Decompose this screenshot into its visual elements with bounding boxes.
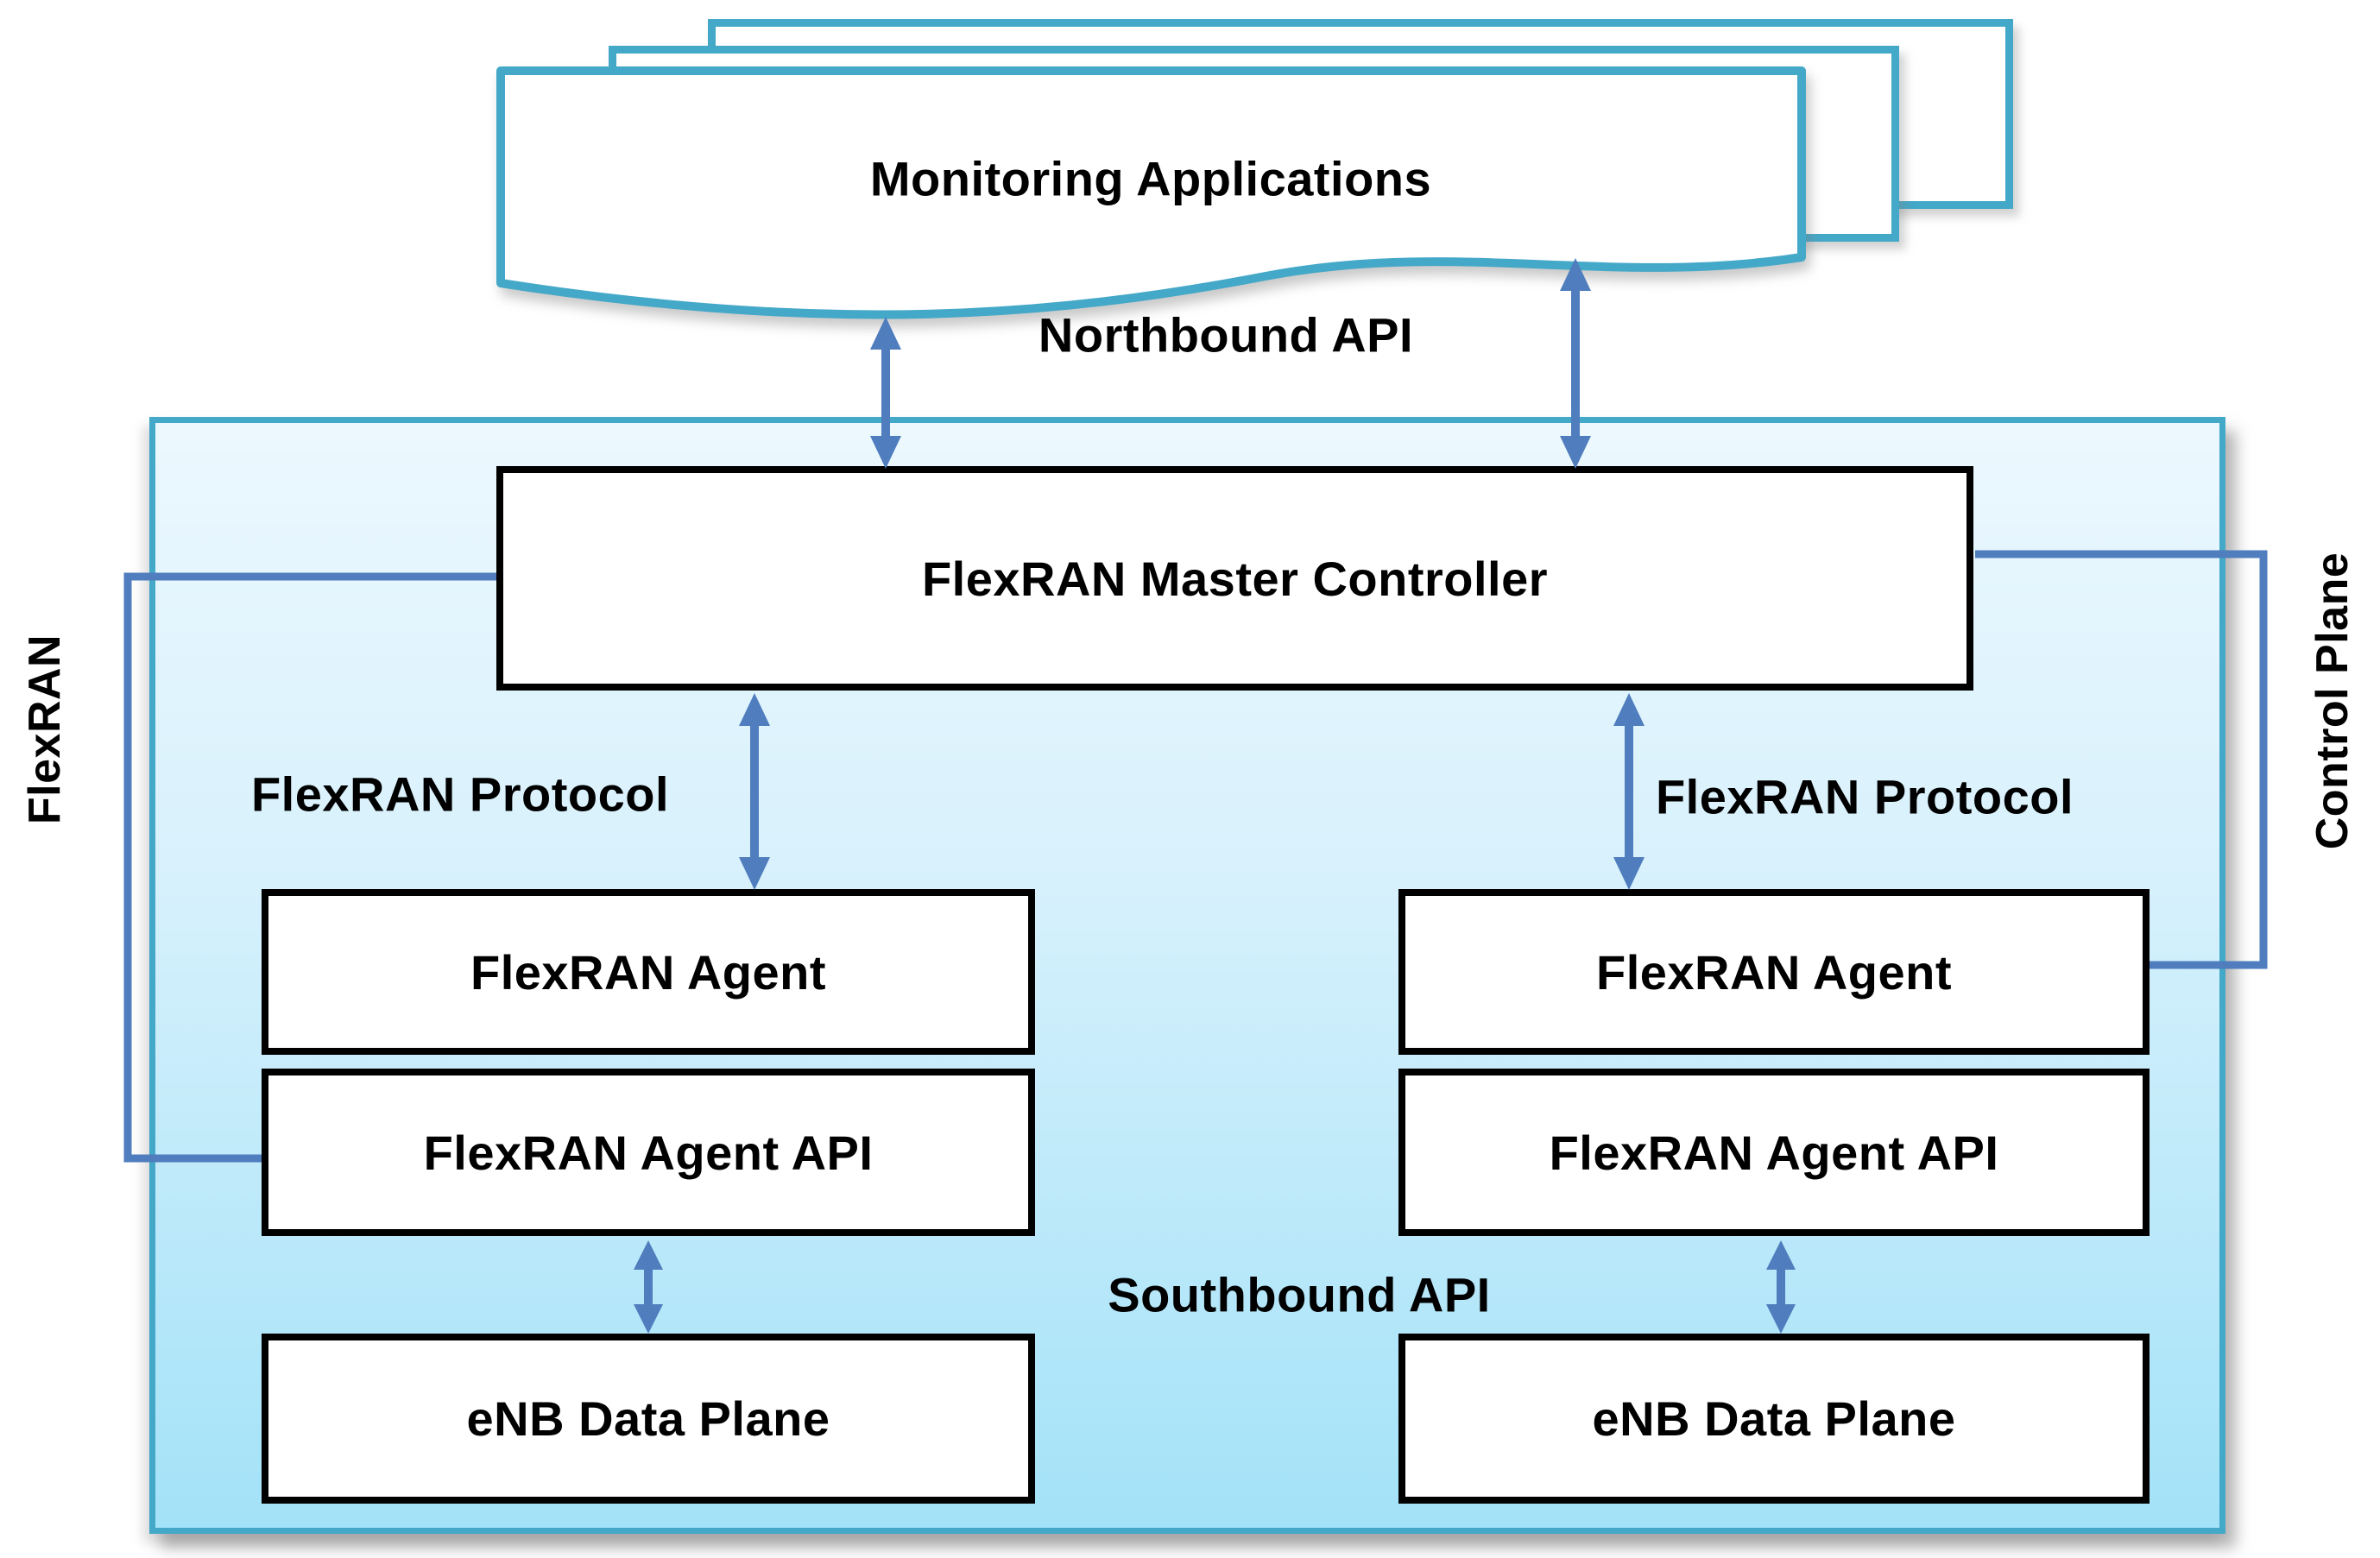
- flexran-protocol-arrow-right: [1613, 693, 1645, 890]
- enb-data-plane-box-right: eNB Data Plane: [1398, 1334, 2150, 1504]
- master-controller-label: FlexRAN Master Controller: [921, 551, 1549, 606]
- flexran-agent-api-label-left: FlexRAN Agent API: [423, 1125, 874, 1180]
- flexran-group-bracket: [123, 572, 501, 1163]
- northbound-api-label: Northbound API: [1038, 307, 1414, 363]
- enb-data-plane-box-left: eNB Data Plane: [262, 1334, 1035, 1504]
- monitoring-applications-label: Monitoring Applications: [869, 151, 1432, 206]
- enb-data-plane-label-right: eNB Data Plane: [1592, 1391, 1956, 1446]
- master-controller-box: FlexRAN Master Controller: [496, 466, 1973, 691]
- control-plane-group-bracket: [1975, 550, 2268, 969]
- control-plane-group-label: Control Plane: [2307, 552, 2358, 850]
- northbound-arrow-right: [1560, 258, 1591, 469]
- southbound-api-label: Southbound API: [1108, 1267, 1491, 1322]
- flexran-protocol-arrow-left: [739, 693, 770, 890]
- flexran-agent-api-box-left: FlexRAN Agent API: [262, 1069, 1035, 1236]
- flexran-agent-label-right: FlexRAN Agent: [1595, 944, 1952, 1000]
- flexran-protocol-label-right: FlexRAN Protocol: [1655, 769, 2074, 824]
- southbound-arrow-left: [634, 1240, 663, 1334]
- flexran-agent-api-label-right: FlexRAN Agent API: [1549, 1125, 1999, 1180]
- enb-data-plane-label-left: eNB Data Plane: [466, 1391, 830, 1446]
- flexran-agent-api-box-right: FlexRAN Agent API: [1398, 1069, 2150, 1236]
- flexran-agent-label-left: FlexRAN Agent: [470, 944, 826, 1000]
- flexran-agent-box-right: FlexRAN Agent: [1398, 889, 2150, 1055]
- northbound-arrow-left: [870, 317, 901, 469]
- flexran-protocol-label-left: FlexRAN Protocol: [250, 766, 670, 822]
- flexran-group-label: FlexRAN: [20, 634, 70, 825]
- flexran-agent-box-left: FlexRAN Agent: [262, 889, 1035, 1055]
- monitoring-apps-document-shape: [496, 66, 1806, 319]
- southbound-arrow-right: [1766, 1240, 1796, 1334]
